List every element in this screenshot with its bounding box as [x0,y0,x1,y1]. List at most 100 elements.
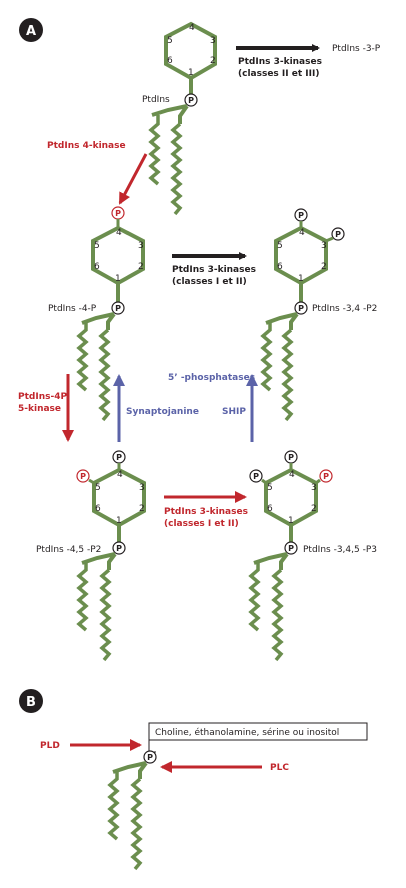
svg-text:1: 1 [115,274,121,284]
phosphate-icon: P [284,541,298,555]
label-ptdins-4p: PtdIns -4-P [48,304,97,314]
svg-text:2: 2 [311,504,317,514]
svg-text:6: 6 [94,262,100,272]
fatty-acid-chain [148,115,161,186]
fatty-acid-chain [170,122,183,216]
svg-text:P: P [288,453,294,462]
svg-text:P: P [323,472,329,481]
fatty-acid-chain [260,323,273,392]
svg-text:4: 4 [299,228,305,238]
fatty-acid-chain [76,323,89,392]
phosphate-red-icon: P [111,206,125,220]
svg-text:2: 2 [139,504,145,514]
label-ptdins-345p3: PtdIns -3,4,5 -P3 [303,545,377,555]
enzyme-pi4k: PtdIns 4-kinase [47,141,126,151]
phosphate-red-icon: P [319,469,333,483]
svg-text:4: 4 [189,23,195,33]
svg-text:P: P [253,472,259,481]
fatty-acid-chain [99,568,112,662]
molecule-ptdins-345p3: P P P 4 3 2 1 6 5 P PtdIns -3,4,5 -P3 [248,450,377,662]
svg-text:2: 2 [138,262,144,272]
phosphate-icon: P [143,750,157,764]
svg-text:2: 2 [210,56,216,66]
svg-text:(classes II et III): (classes II et III) [238,69,319,79]
fatty-acid-chain [248,563,261,632]
phosphate-red-icon: P [76,469,90,483]
svg-text:A: A [26,24,36,39]
svg-text:3: 3 [139,483,145,493]
fatty-acid-chain [107,772,120,841]
svg-text:P: P [147,753,153,762]
arrow-pi4k [118,153,148,205]
svg-text:3: 3 [138,241,144,251]
enzyme-pip5k: PtdIns-4P [18,392,67,402]
phosphate-icon: P [294,208,308,222]
svg-text:(classes I et II): (classes I et II) [164,519,239,529]
enzyme-pi3k-1-2-top: PtdIns 3-kinases [172,265,256,275]
svg-text:P: P [188,96,194,105]
svg-text:4: 4 [116,228,122,238]
svg-text:6: 6 [277,262,283,272]
enzyme-pi3k-2-3: PtdIns 3-kinases [238,57,322,67]
phosphate-icon: P [249,469,263,483]
svg-text:3: 3 [210,36,216,46]
fatty-acid-chain [130,777,143,871]
svg-text:1: 1 [116,516,122,526]
fatty-acid-chain [76,563,89,632]
svg-text:4: 4 [289,470,295,480]
svg-text:3: 3 [321,241,327,251]
svg-text:P: P [116,544,122,553]
label-ptdins-45p2: PtdIns -4,5 -P2 [36,545,101,555]
svg-text:5: 5 [277,241,283,251]
svg-text:P: P [335,230,341,239]
molecule-ptdins-34p2: P P 4 3 2 1 6 5 P PtdIns -3,4 -P2 [260,208,377,422]
svg-text:(classes I et II): (classes I et II) [172,277,247,287]
headgroup-label: Choline, éthanolamine, sérine ou inosito… [155,727,339,738]
panel-label-b: B [19,689,43,713]
svg-text:2: 2 [321,262,327,272]
svg-text:5: 5 [95,483,101,493]
svg-text:6: 6 [167,56,173,66]
fatty-acid-chain [281,328,294,422]
svg-text:1: 1 [188,68,194,78]
enzyme-pi3k-1-2-bottom: PtdIns 3-kinases [164,507,248,517]
svg-text:1: 1 [298,274,304,284]
svg-text:6: 6 [95,504,101,514]
svg-text:5: 5 [267,483,273,493]
label-ptdins: PtdIns [142,95,170,105]
svg-text:1: 1 [288,516,294,526]
enzyme-5-phosphatases: 5’ -phosphatases [168,373,255,383]
svg-text:5: 5 [94,241,100,251]
phosphate-icon: P [331,227,345,241]
phospholipid-generic: Choline, éthanolamine, sérine ou inosito… [107,722,368,871]
phosphate-icon: P [112,450,126,464]
svg-text:P: P [115,304,121,313]
enzyme-ship: SHIP [222,407,246,417]
svg-text:3: 3 [311,483,317,493]
molecule-ptdins: 4 3 2 1 6 5 P PtdIns [142,21,217,216]
svg-text:P: P [298,211,304,220]
svg-text:P: P [298,304,304,313]
fatty-acid-chain [271,568,284,662]
phosphate-icon: P [111,301,125,315]
phosphate-icon: P [184,93,198,107]
svg-text:P: P [80,472,86,481]
enzyme-pld: PLD [40,741,60,751]
svg-text:6: 6 [267,504,273,514]
svg-text:P: P [116,453,122,462]
fatty-acid-chain [98,328,111,422]
phosphate-icon: P [284,450,298,464]
phosphate-icon: P [294,301,308,315]
molecule-ptdins-45p2: P P 4 3 2 1 6 5 P PtdIns -4,5 -P2 [36,450,146,662]
svg-text:P: P [288,544,294,553]
svg-text:5-kinase: 5-kinase [18,404,61,414]
molecule-ptdins-4p: P 4 3 2 1 6 5 P PtdIns -4-P [48,206,145,422]
enzyme-plc: PLC [270,763,289,773]
panel-label-a: A [19,18,43,42]
label-ptdins-34p2: PtdIns -3,4 -P2 [312,304,377,314]
svg-text:5: 5 [167,36,173,46]
svg-text:B: B [26,695,36,710]
enzyme-synaptojanine: Synaptojanine [126,407,199,417]
